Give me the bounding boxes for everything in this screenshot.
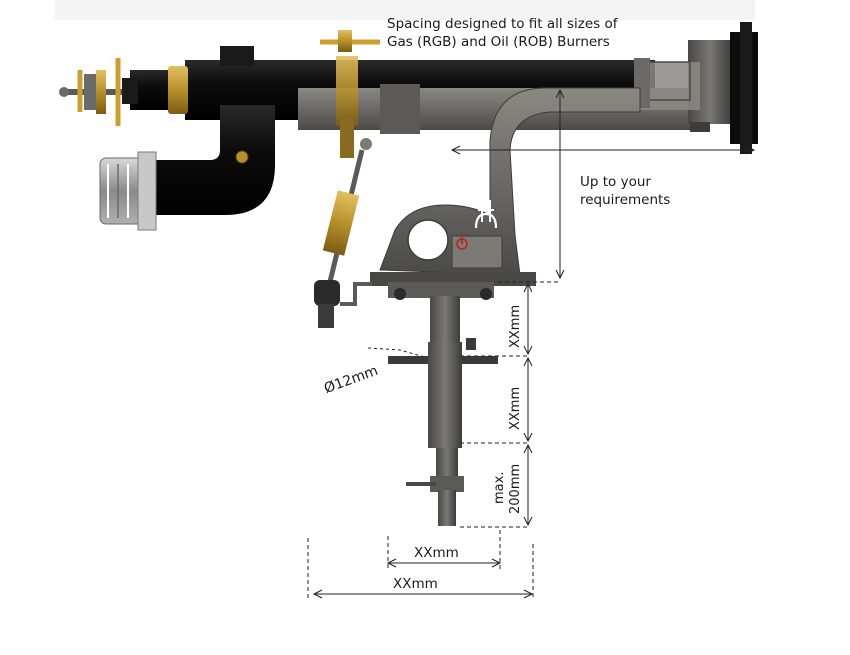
requirements-note-line2: requirements: [580, 192, 671, 208]
vertical-post: [388, 296, 498, 526]
power-icon: [456, 237, 468, 250]
dim-max-label-line2: 200mm: [508, 463, 523, 514]
brass-clamp: [320, 30, 380, 158]
linkage-rod: [314, 138, 372, 328]
burner-flange: [634, 22, 758, 154]
dim-inner-width-label: XXmm: [414, 545, 459, 561]
dimension-lines: [307, 88, 756, 599]
hose-fitting: [99, 151, 157, 231]
requirements-note-line1: Up to your: [580, 174, 651, 190]
backdrop-strip: [55, 0, 755, 20]
brass-valve: [59, 58, 188, 126]
mounting-arm: [370, 87, 641, 300]
dim-middle-label: XXmm: [508, 386, 523, 430]
dim-outer-width-label: XXmm: [393, 576, 438, 592]
spacing-note-line1: Spacing designed to fit all sizes of: [387, 16, 618, 32]
spacing-note-line2: Gas (RGB) and Oil (ROB) Burners: [387, 34, 610, 50]
dim-max-label-line1: max.: [492, 471, 507, 504]
burner-bracket-logo: [474, 200, 498, 229]
dim-upper-label: XXmm: [508, 304, 523, 348]
